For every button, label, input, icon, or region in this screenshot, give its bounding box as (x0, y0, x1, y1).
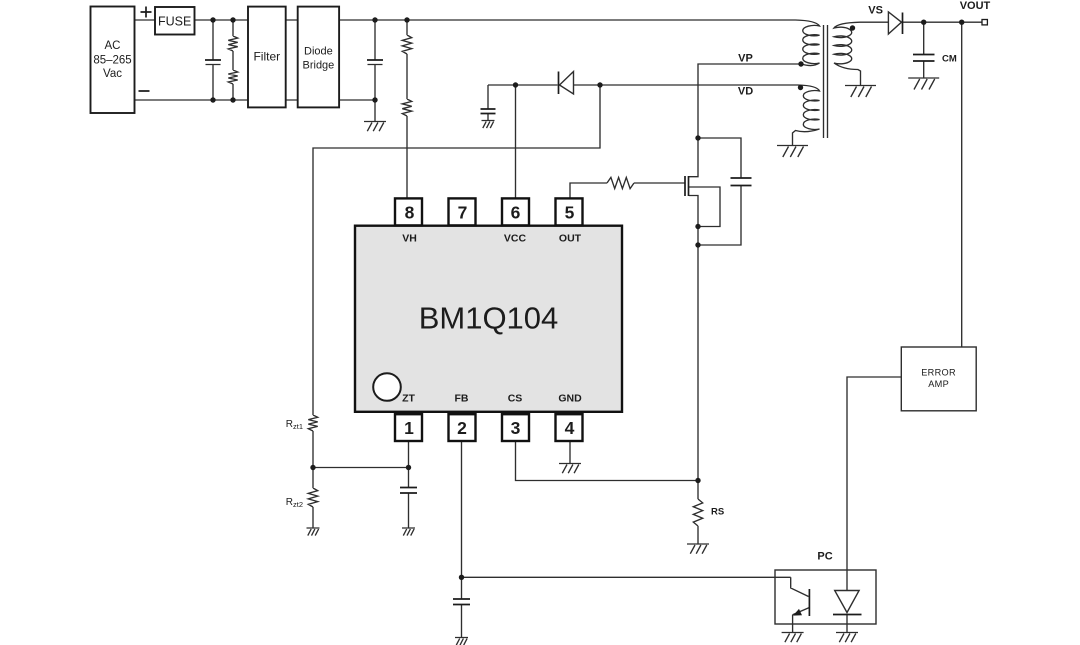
svg-text:8: 8 (405, 202, 415, 222)
svg-text:AC: AC (105, 40, 121, 52)
svg-text:ERROR: ERROR (921, 367, 956, 377)
svg-text:5: 5 (565, 202, 575, 222)
svg-text:Rzt2: Rzt2 (286, 497, 303, 509)
svg-text:OUT: OUT (559, 232, 582, 244)
svg-text:ZT: ZT (402, 393, 415, 405)
svg-text:VOUT: VOUT (960, 0, 991, 12)
svg-text:6: 6 (511, 202, 521, 222)
svg-text:VD: VD (738, 86, 753, 98)
svg-text:FUSE: FUSE (158, 15, 191, 29)
svg-text:85–265: 85–265 (93, 55, 131, 67)
svg-text:3: 3 (511, 418, 521, 438)
svg-text:1: 1 (404, 418, 414, 438)
svg-text:AMP: AMP (928, 379, 949, 389)
svg-text:VS: VS (868, 5, 883, 17)
svg-text:4: 4 (565, 418, 575, 438)
svg-text:PC: PC (817, 551, 832, 563)
svg-text:Diode: Diode (304, 46, 333, 58)
svg-text:Filter: Filter (253, 50, 280, 64)
svg-text:BM1Q104: BM1Q104 (419, 300, 559, 335)
svg-text:7: 7 (458, 202, 468, 222)
svg-text:2: 2 (457, 418, 467, 438)
svg-text:VP: VP (738, 53, 753, 65)
svg-text:RS: RS (711, 507, 724, 518)
svg-text:VCC: VCC (504, 232, 527, 244)
svg-text:CM: CM (942, 54, 957, 65)
svg-text:Vac: Vac (103, 68, 122, 80)
svg-text:GND: GND (558, 393, 582, 405)
svg-text:CS: CS (508, 393, 523, 405)
svg-text:Bridge: Bridge (303, 60, 335, 72)
svg-text:FB: FB (455, 393, 469, 405)
svg-text:Rzt1: Rzt1 (286, 419, 303, 431)
svg-text:VH: VH (402, 232, 417, 244)
